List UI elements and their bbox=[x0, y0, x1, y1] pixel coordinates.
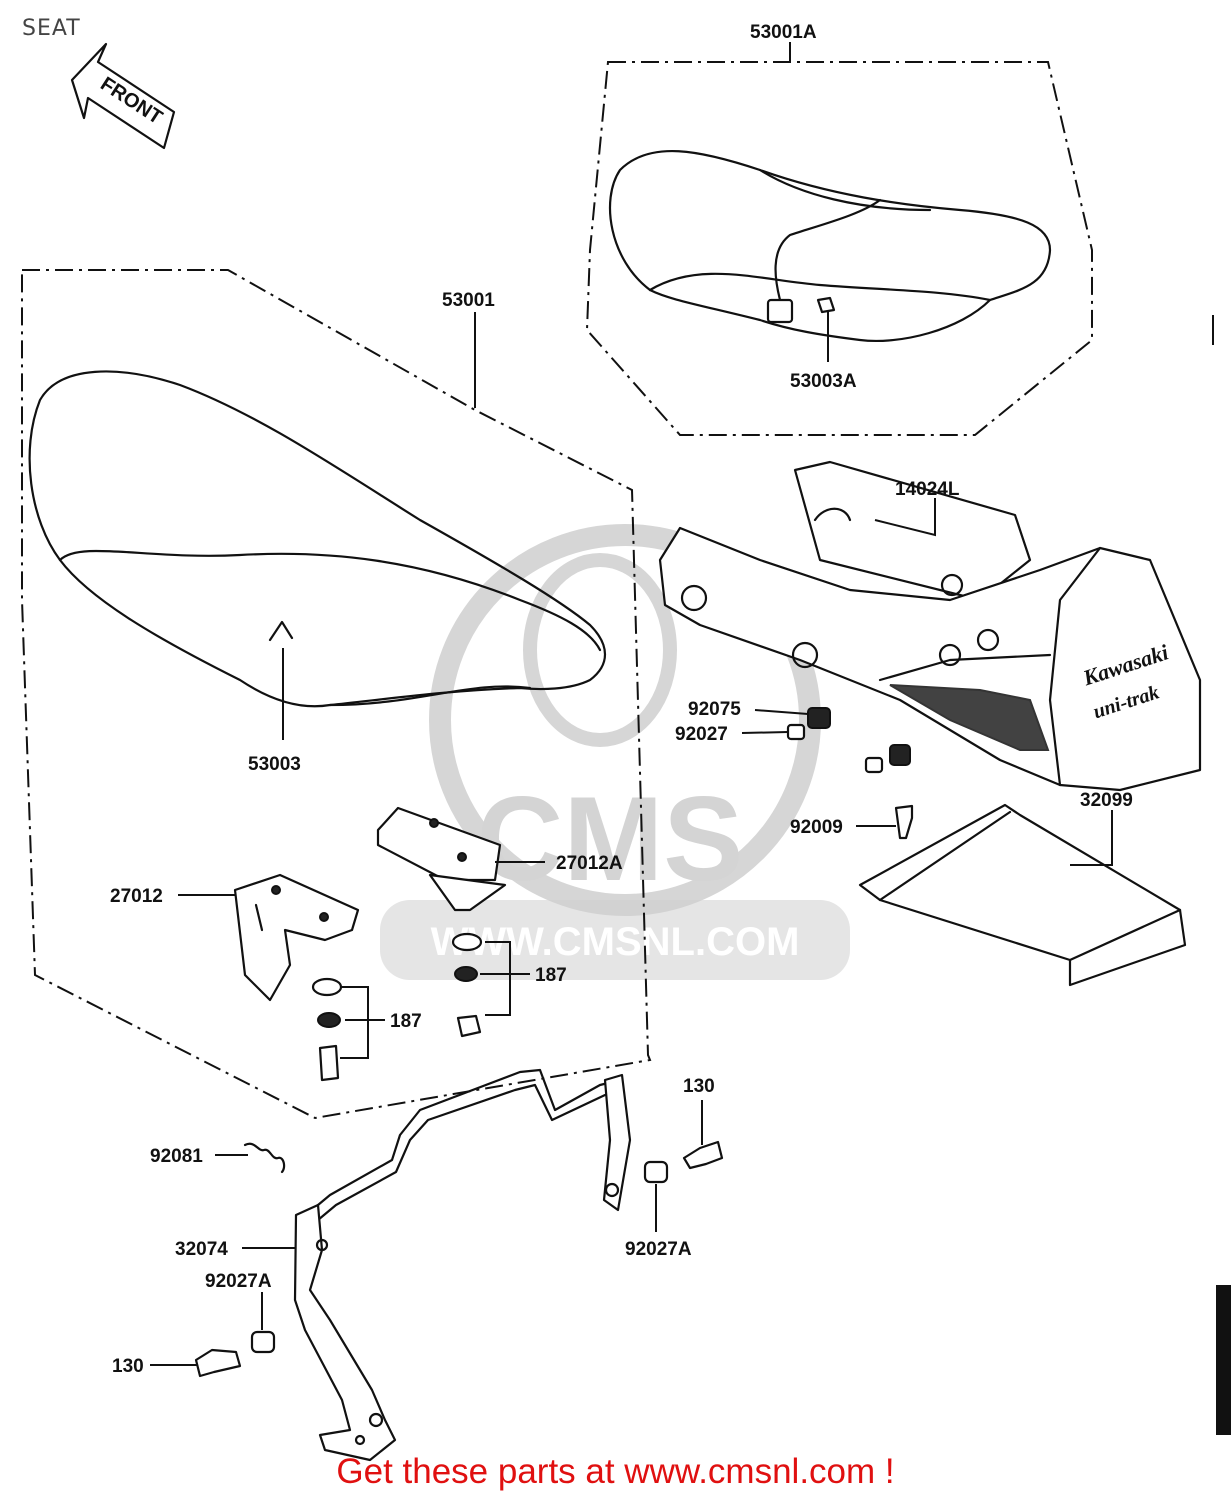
part-label: 187 bbox=[390, 1011, 422, 1032]
seat-53001-boundary bbox=[21, 269, 652, 1120]
part-label: 53001A bbox=[750, 22, 817, 43]
part-label: 53003 bbox=[248, 754, 301, 775]
hardware-187-right bbox=[451, 932, 483, 1038]
seat-lock-lever-32074 bbox=[293, 1068, 632, 1462]
part-label: 130 bbox=[683, 1076, 715, 1097]
part-label: 92081 bbox=[150, 1146, 203, 1167]
seat-53001 bbox=[28, 370, 606, 708]
part-label: 92027A bbox=[205, 1271, 272, 1292]
tray-32099 bbox=[858, 803, 1187, 987]
footer-link-text[interactable]: Get these parts at www.cmsnl.com ! bbox=[336, 1452, 895, 1491]
hardware-187-left bbox=[311, 977, 343, 1082]
screw-92009 bbox=[894, 804, 914, 840]
front-arrow-icon: FRONT bbox=[70, 42, 176, 150]
collar-92027 bbox=[786, 723, 806, 741]
part-label: 27012A bbox=[556, 853, 623, 874]
collar-92027a-left bbox=[250, 1330, 276, 1354]
part-label: 92009 bbox=[790, 817, 843, 838]
part-label: 92027 bbox=[675, 724, 728, 745]
part-label: 53001 bbox=[442, 290, 495, 311]
bracket-27012 bbox=[233, 873, 360, 1002]
watermark-logo: CMS bbox=[477, 772, 744, 906]
nut-pair-tail bbox=[864, 744, 911, 774]
part-label: 32074 bbox=[175, 1239, 228, 1260]
part-label: 32099 bbox=[1080, 790, 1133, 811]
tail-cowl-14024l: Kawasaki uni-trak bbox=[658, 460, 1202, 792]
page-title: SEAT bbox=[22, 16, 81, 41]
seat-53001a-boundary bbox=[585, 61, 1093, 436]
bolt-130-left bbox=[194, 1348, 242, 1378]
part-label: 92027A bbox=[625, 1239, 692, 1260]
part-label: 92075 bbox=[688, 699, 741, 720]
leader-lines bbox=[150, 42, 1113, 1366]
part-label: 130 bbox=[112, 1356, 144, 1377]
part-label: 27012 bbox=[110, 886, 163, 907]
part-label: 14024L bbox=[895, 479, 960, 500]
bolt-130-right bbox=[682, 1140, 724, 1170]
collar-92027a-right bbox=[643, 1160, 669, 1184]
part-labels: 53001A 53001 53003A 53003 14024L 92075 9… bbox=[110, 22, 1133, 1377]
seat-53001a bbox=[608, 149, 1052, 343]
nut-92075 bbox=[807, 707, 831, 729]
bracket-27012a bbox=[376, 806, 507, 912]
cms-watermark: CMS WWW.CMSNL.COM bbox=[380, 524, 850, 980]
spring-92081 bbox=[243, 1142, 286, 1174]
part-label: 187 bbox=[535, 965, 567, 986]
part-label: 53003A bbox=[790, 371, 857, 392]
